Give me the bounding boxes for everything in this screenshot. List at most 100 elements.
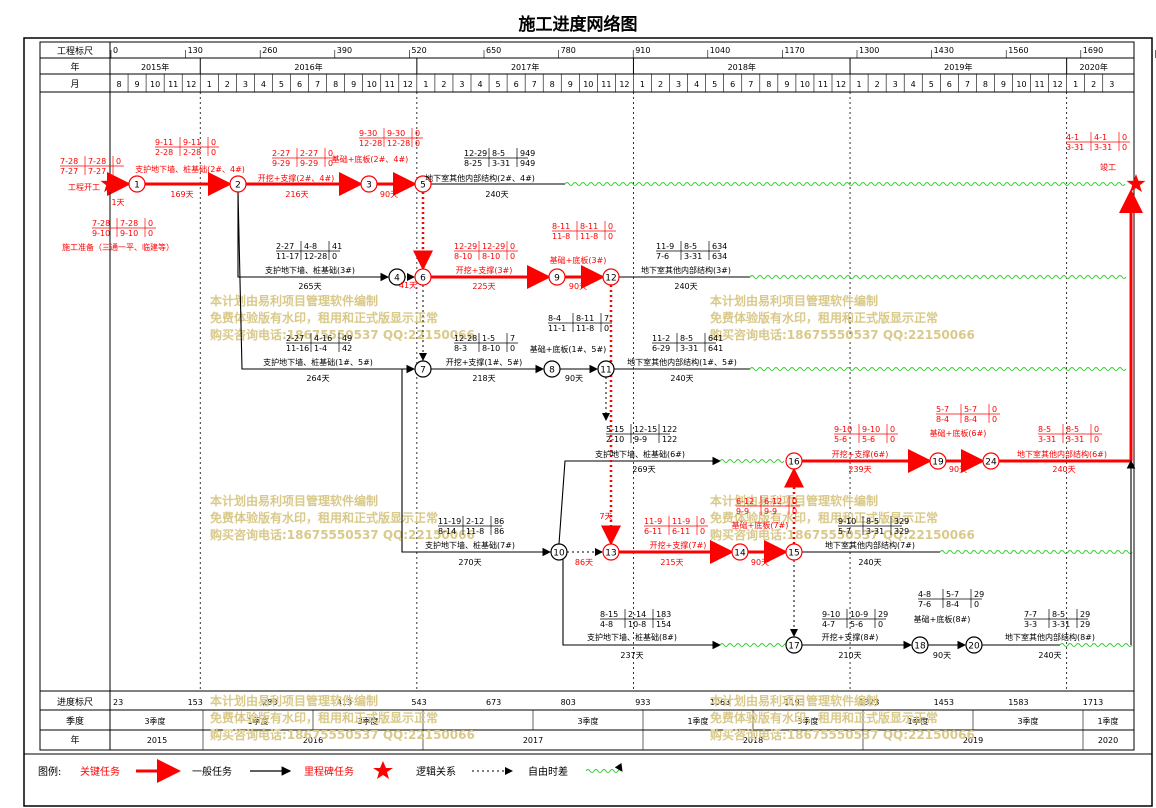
duration-label: 210天 [838,651,861,660]
network-node-label: 10 [553,549,565,559]
date-block-float: 0 [700,517,705,526]
network-node-label: 5 [420,181,426,191]
month-cell: 1 [423,80,428,89]
date-block-float: 29 [1080,610,1090,619]
date-block-early-finish: 3-31 [1038,435,1056,444]
date-block-total-float: 0 [792,507,797,516]
date-block-total-float: 0 [992,415,997,424]
task-label-t1: 支护地下墙、桩基础(2#、4#) [135,164,245,174]
progress-tick: 1193 [784,698,804,707]
date-block-late-finish: 8-4 [964,415,977,424]
progress-tick: 673 [486,698,501,707]
date-block-total-float: 86 [494,527,504,536]
date-block-late-start: 4-8 [304,242,317,251]
month-cell: 3 [243,80,248,89]
legend-critical-label: 关键任务 [80,765,120,778]
scale-tick: 910 [635,46,650,55]
month-cell: 11 [1034,80,1044,89]
legend-milestone-star-icon [373,761,393,779]
float-wave-row2 [749,275,1127,279]
date-block-early-finish: 11-16 [286,344,309,353]
date-block-float: 634 [712,242,727,251]
month-cell: 5 [279,80,284,89]
date-block-late-finish: 5-6 [850,620,863,629]
month-cell: 1 [857,80,862,89]
bottom-year-cell: 2020 [1098,736,1118,745]
bottom-year-cell: 2019 [963,736,983,745]
network-node [388,268,406,286]
date-block-early-finish: 8-25 [464,159,482,168]
watermark-text: 本计划由易利项目管理软件编制 [210,493,378,508]
duration-label: 237天 [620,651,643,660]
progress-tick: 933 [635,698,650,707]
network-node-label: 24 [985,458,997,468]
year-cell: 2018年 [728,62,756,72]
date-block-float: 49 [342,334,352,343]
network-node-label: 11 [600,366,611,376]
watermark-text: 购买咨询电话:18675550537 QQ:22150066 [710,527,975,542]
month-cell: 9 [568,80,573,89]
progress-tick: 1063 [710,698,730,707]
end-label: 竣工 [1100,162,1116,172]
date-block-early-finish: 8-10 [454,252,472,261]
date-block-early-finish: 9-9 [736,507,749,516]
month-cell: 10 [800,80,810,89]
task-arrow-t17 [401,369,552,557]
network-node-label: 14 [734,549,746,559]
date-block-late-start: 4-1 [1094,133,1107,142]
task-label-t11: 基础+底板(1#、5#) [530,344,607,354]
date-block-early-start: 12-29 [464,149,487,158]
year-cell: 2020年 [1080,62,1108,72]
watermark-text: 购买咨询电话:18675550537 QQ:22150066 [210,727,475,742]
progress-tick: 1323 [859,698,879,707]
date-block-early-start: 9-10 [838,517,856,526]
month-cell: 4 [694,80,699,89]
inner-frame [39,41,1135,751]
date-block-late-start: 9-11 [183,138,201,147]
task-arrow-t5 [237,192,390,282]
month-cell: 2 [658,80,663,89]
date-block-early-start: 6-12 [736,497,754,506]
network-node [929,452,947,470]
scale-tick: 1040 [710,46,730,55]
duration-label: 7天 [599,512,612,521]
task-label-t4: 地下室其他内部结构(2#、4#) [425,173,535,183]
date-block-late-start: 2-14 [628,610,646,619]
network-node [602,268,620,286]
date-block-total-float: 0 [1094,435,1099,444]
date-block-total-float: 42 [342,344,352,353]
scale-tick: 1690 [1083,46,1103,55]
network-node-label: 12 [605,274,616,284]
date-block-late-start: 7-28 [120,219,138,228]
date-block-total-float: 641 [708,344,723,353]
date-block-early-start: 2-27 [272,149,290,158]
date-block-float: 86 [494,517,504,526]
quarter-cell: 1季度 [247,716,268,726]
date-block-late-finish: 5-6 [862,435,875,444]
date-block-total-float: 122 [662,435,677,444]
date-block-early-start: 7-7 [1024,610,1037,619]
date-block-early-start: 11-19 [438,517,461,526]
month-cell: 2 [441,80,446,89]
year-cell: 2017年 [511,62,539,72]
date-block-float: 41 [332,242,342,251]
watermark-text: 免费体验版有水印，租用和正式版显示正常 [710,710,938,725]
scale-tick: 1300 [859,46,879,55]
watermark-text: 购买咨询电话:18675550537 QQ:22150066 [210,527,475,542]
watermark-text: 免费体验版有水印，租用和正式版显示正常 [710,510,938,525]
progress-tick: 1583 [1008,698,1028,707]
date-block-early-start: 9-10 [834,425,852,434]
network-node-label: 3 [366,181,372,191]
scale-tick: 520 [411,46,426,55]
date-block-late-start: 7-28 [88,157,106,166]
network-node [414,360,432,378]
month-cell: 3 [1109,80,1114,89]
network-node [550,543,568,561]
network-node [597,360,615,378]
duration-label: 90天 [569,282,587,291]
duration-label: 239天 [848,465,871,474]
network-node-label: 7 [420,366,426,376]
duration-label: 90天 [380,190,398,199]
date-block-float: 0 [415,129,420,138]
date-block-early-start: 2-27 [276,242,294,251]
